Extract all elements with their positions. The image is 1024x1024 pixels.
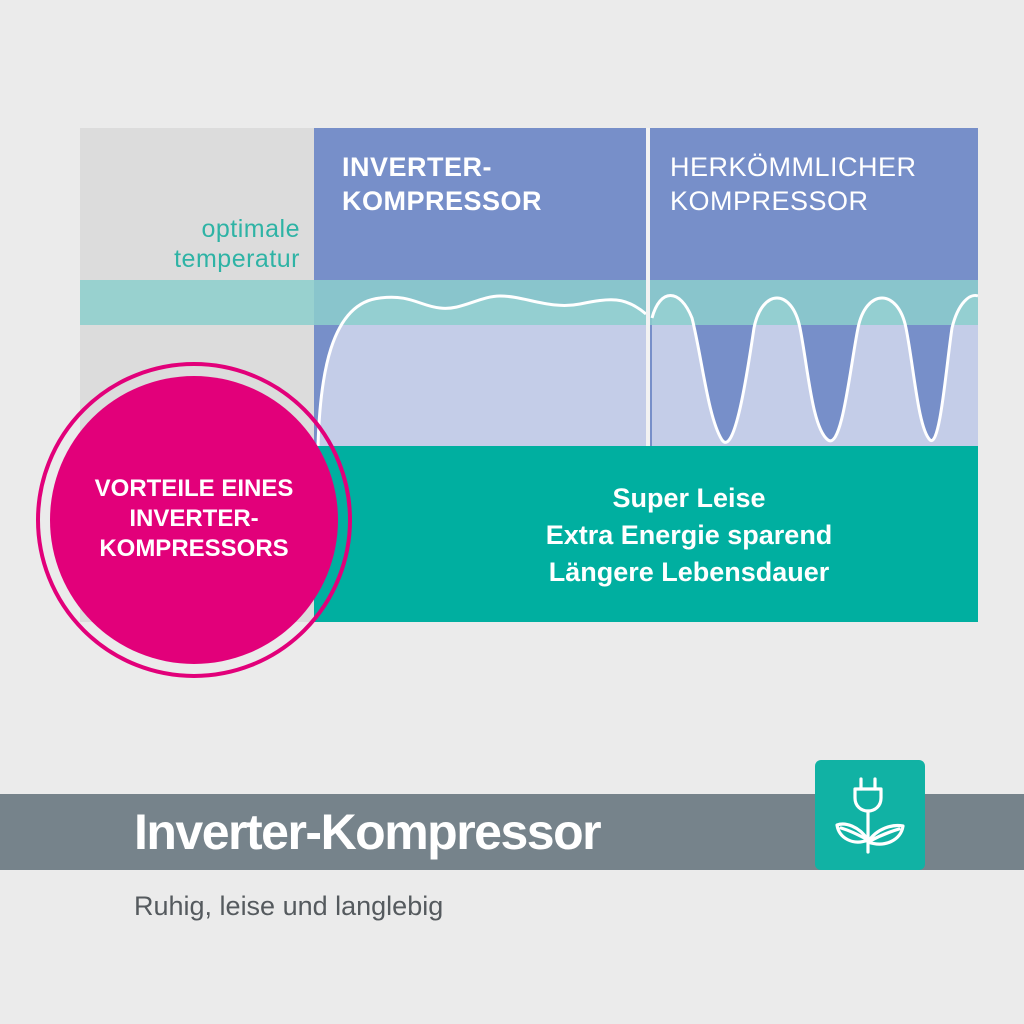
- benefit-item: Längere Lebensdauer: [548, 557, 830, 587]
- inverter-header: [314, 128, 646, 280]
- advantages-badge: [50, 376, 338, 664]
- optimal-temperature-band: [80, 280, 978, 325]
- plug-leaves-eco-icon: [815, 760, 925, 870]
- optimal-temperature-label: optimale temperatur: [174, 215, 300, 273]
- inverter-heading: INVERTER- KOMPRESSOR: [342, 152, 543, 216]
- conventional-heading: HERKÖMMLICHER KOMPRESSOR: [670, 152, 917, 216]
- inverter-curve: [316, 294, 647, 447]
- comparison-diagram: optimale temperatur INVERTER- KOMPRESSOR…: [80, 128, 978, 622]
- conventional-header: [650, 128, 978, 280]
- benefits-band: [314, 446, 978, 622]
- badge-ring: [36, 362, 352, 678]
- temperature-curves: [80, 280, 978, 447]
- feature-title: Inverter-Kompressor: [134, 804, 602, 860]
- column-divider: [646, 128, 650, 446]
- benefit-item: Super Leise: [612, 483, 766, 513]
- conventional-curve-fill: [652, 295, 978, 446]
- badge-text: VORTEILE EINES INVERTER- KOMPRESSORS: [94, 475, 294, 562]
- benefits-list: Super Leise Extra Energie sparend Länger…: [400, 480, 978, 591]
- feature-subtitle: Ruhig, leise und langlebig: [134, 891, 444, 921]
- benefit-item: Extra Energie sparend: [545, 520, 833, 550]
- inverter-curve-fill: [318, 296, 646, 446]
- conventional-curve: [650, 294, 978, 444]
